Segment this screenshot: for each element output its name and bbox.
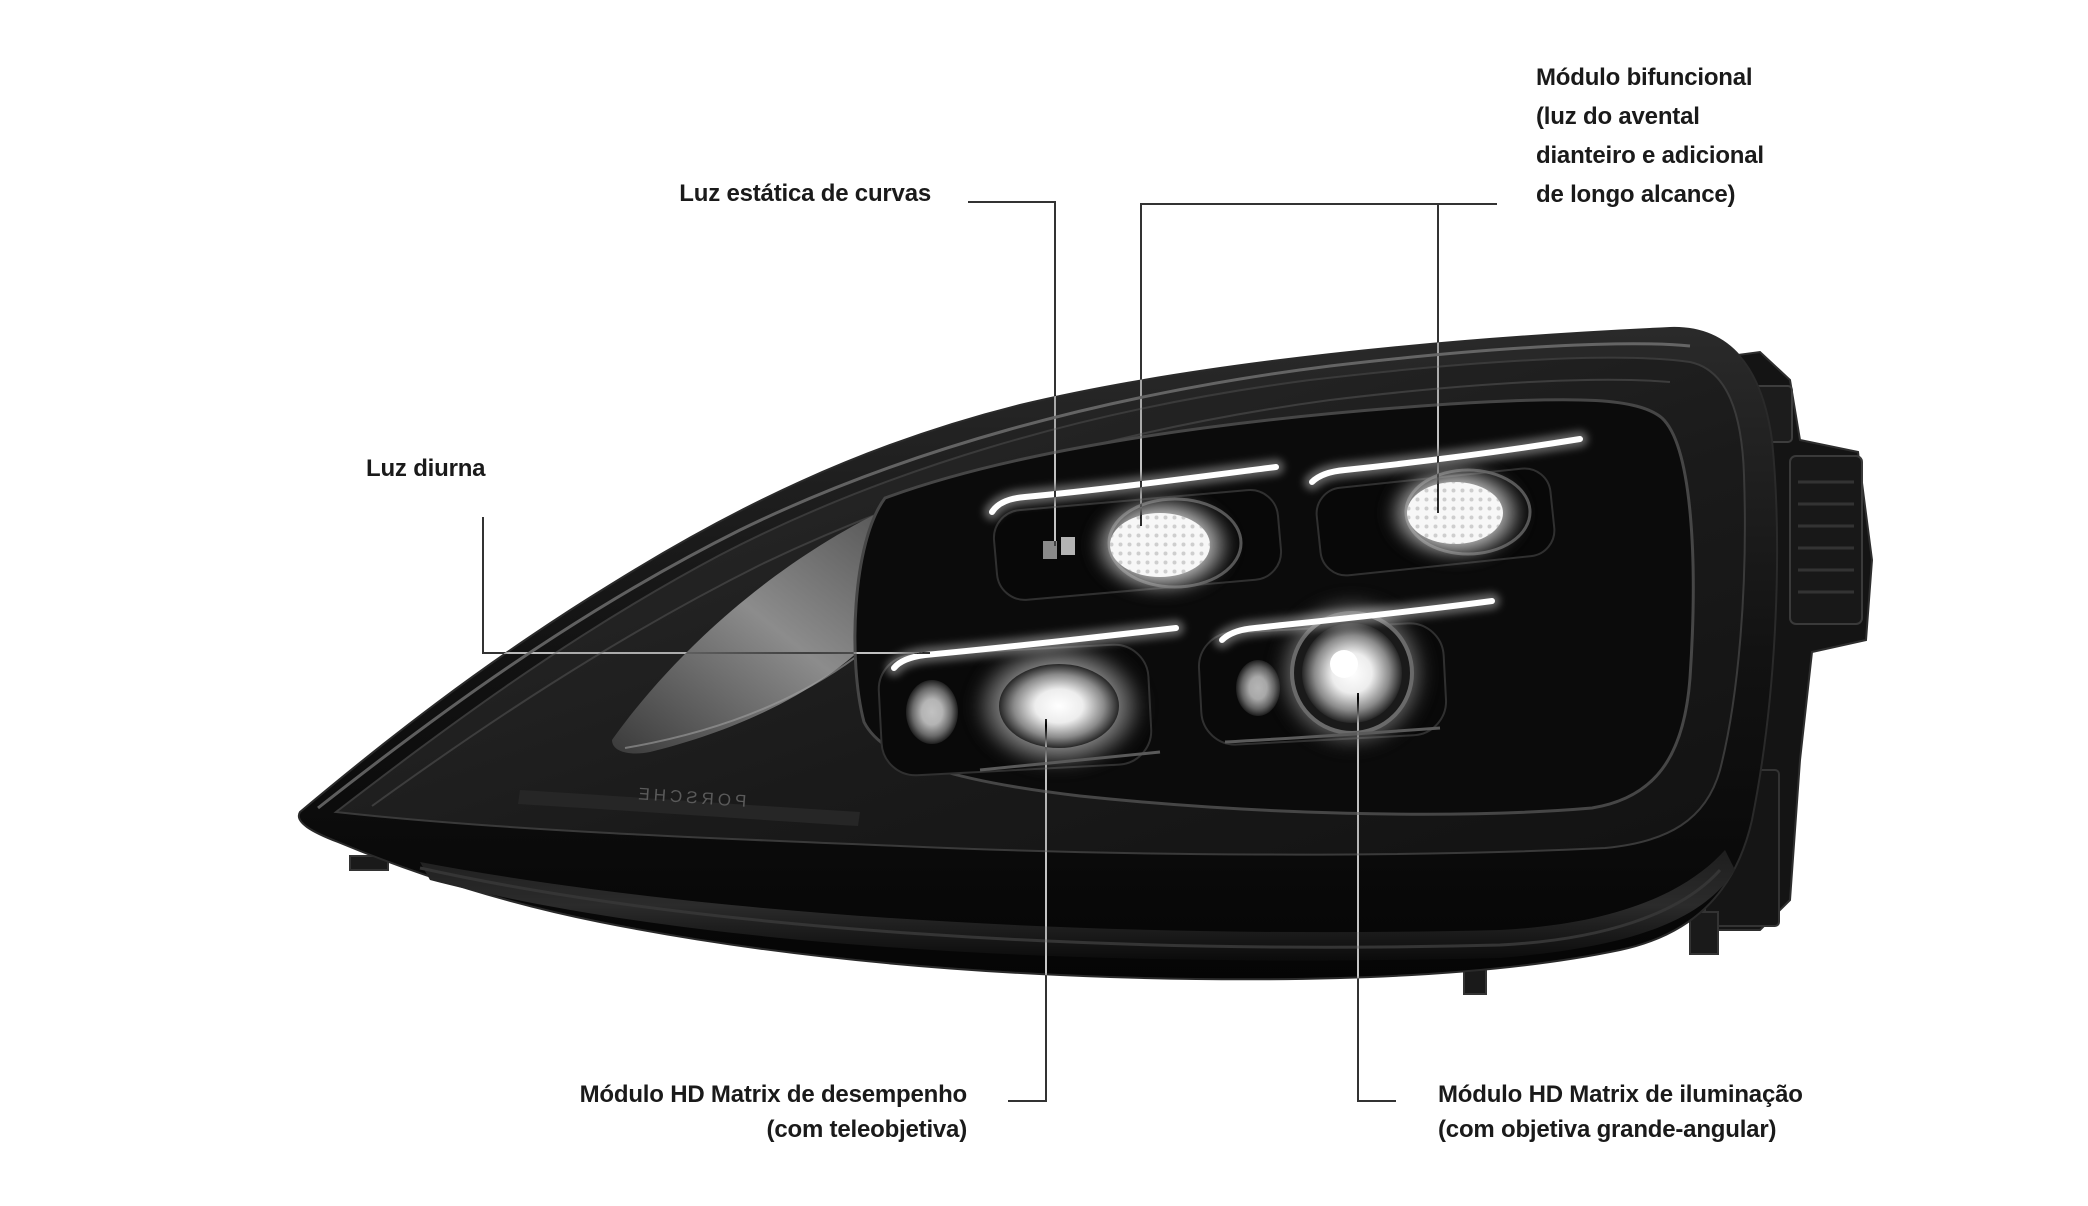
- lower-skirt-highlight: [419, 866, 1722, 949]
- module-lower-blade: [1224, 726, 1441, 744]
- bifunctional-module-left: [992, 489, 1283, 601]
- drl-strip-top-left: [989, 464, 1279, 515]
- lens-top-chrome-highlight: [317, 342, 1691, 810]
- label-line: (luz do avental: [1536, 103, 1700, 130]
- label-daytime-running-light: Luz diurna: [366, 454, 486, 484]
- label-line: Luz diurna: [366, 455, 486, 482]
- label-line: Módulo HD Matrix de desempenho: [579, 1081, 968, 1108]
- led-array-dots: [1407, 482, 1503, 544]
- secondary-lens: [1236, 660, 1280, 716]
- label-line: (com teleobjetiva): [766, 1116, 968, 1143]
- label-line: Módulo bifuncional: [1536, 64, 1753, 91]
- label-static-cornering-light: Luz estática de curvas: [679, 179, 931, 209]
- drl-reflector-wedge: [612, 499, 933, 754]
- module-lower-blade: [979, 750, 1161, 772]
- cooling-fins: [1798, 480, 1854, 594]
- cornering-led: [1043, 541, 1057, 559]
- bifunctional-module-right: [1315, 463, 1556, 577]
- static-cornering-light: [1043, 537, 1075, 559]
- hd-matrix-lighting-module: [1197, 593, 1448, 753]
- leader-line-hd-matrix-lighting: [1357, 693, 1396, 1102]
- label-hd-matrix-lighting-module: Módulo HD Matrix de iluminação (com obje…: [1438, 1077, 1803, 1147]
- leader-line-daytime-running-light: [482, 517, 930, 654]
- cornering-led: [1061, 537, 1075, 555]
- rear-module-box: [1789, 455, 1863, 625]
- label-hd-matrix-performance-module: Módulo HD Matrix de desempenho (com tele…: [579, 1077, 968, 1147]
- drl-strip-bottom-left: [891, 625, 1179, 671]
- leader-line-bifunctional-module: [1140, 203, 1497, 526]
- leader-line-static-cornering-light: [968, 201, 1056, 546]
- mounting-leg-right: [1689, 911, 1719, 955]
- label-line: dianteiro e adicional: [1536, 142, 1764, 169]
- secondary-lens: [906, 680, 958, 744]
- mounting-tab-left: [349, 855, 389, 871]
- lower-skirt: [420, 850, 1735, 961]
- drl-strip-top-right: [1309, 436, 1583, 485]
- drl-strip-bottom-right: [1219, 598, 1495, 643]
- hd-matrix-performance-module: [877, 640, 1161, 777]
- led-array-dots: [1110, 513, 1210, 577]
- label-line: de longo alcance): [1536, 181, 1736, 208]
- logo-strip: [518, 790, 860, 826]
- label-line: Módulo HD Matrix de iluminação: [1438, 1081, 1803, 1108]
- label-line: Luz estática de curvas: [679, 180, 931, 207]
- leader-line-hd-matrix-performance: [1008, 719, 1047, 1102]
- label-bifunctional-module: Módulo bifuncional (luz do avental diant…: [1536, 58, 1764, 214]
- label-line: (com objetiva grande-angular): [1438, 1116, 1777, 1143]
- daytime-running-light-strips: [886, 431, 1588, 676]
- lens-glint: [1330, 650, 1358, 678]
- teleobjective-lens: [999, 664, 1119, 748]
